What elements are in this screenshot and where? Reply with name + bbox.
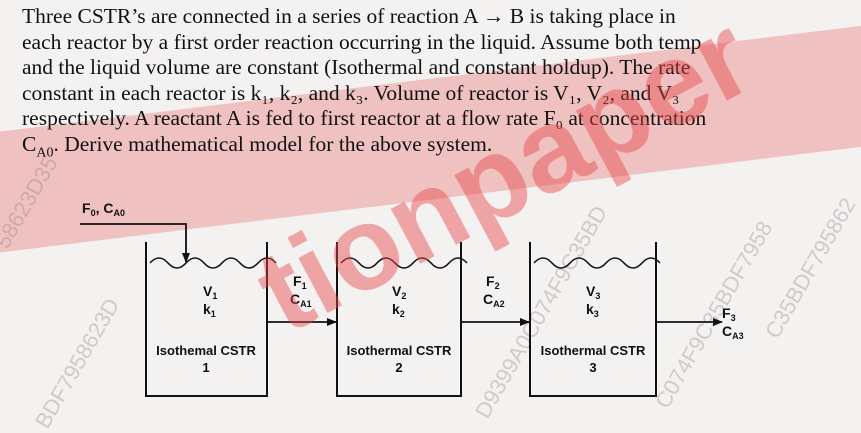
reactor-2: V2 k2 Isothermal CSTR 2 <box>336 242 468 397</box>
stream-2-conc: CA2 <box>483 291 505 309</box>
question-line-last: CA0. Derive mathematical model for the a… <box>22 132 852 166</box>
reactor-vessel <box>529 242 657 397</box>
reactor-volume: V3 <box>586 283 600 301</box>
reactor-rate-constant: k3 <box>586 301 599 319</box>
question-line: Three CSTR’s are connected in a series o… <box>22 4 676 28</box>
liquid-level <box>533 257 661 269</box>
stream-3-flow: F3 <box>722 305 736 323</box>
reactor-vessel <box>336 242 462 397</box>
reactor-number: 3 <box>589 360 596 375</box>
question-symbol: C <box>22 131 37 156</box>
reactor-rate-constant: k2 <box>392 301 405 319</box>
question-line: and the liquid volume are constant (Isot… <box>22 55 691 79</box>
question-subscript: A0 <box>36 144 54 160</box>
liquid-level <box>340 257 468 269</box>
liquid-level <box>149 257 277 269</box>
feed-label: F0, CA0 <box>82 200 125 218</box>
question-line: each reactor by a first order reaction o… <box>22 29 702 54</box>
question-line: constant in each reactor is k₁, k₂, and … <box>22 80 680 105</box>
stream-2-flow: F2 <box>486 273 500 291</box>
question-line-tail: . Derive mathematical model for the abov… <box>53 131 493 156</box>
cstr-diagram: F0, CA0 V1 k1 Isothemal CSTR 1 F1 CA1 V2… <box>80 200 744 397</box>
reactor-name: Isothermal CSTR <box>541 343 646 358</box>
reactor-number: 2 <box>395 360 402 375</box>
question-text: Three CSTR’s are connected in a series o… <box>22 4 852 165</box>
stream-1-flow: F1 <box>293 273 307 291</box>
stream-1-conc: CA1 <box>290 291 312 309</box>
reactor-name: Isothermal CSTR <box>347 343 452 358</box>
question-line: respectively. A reactant A is fed to fir… <box>22 106 707 130</box>
reactor-vessel <box>145 242 268 397</box>
reactor-number: 1 <box>202 360 209 375</box>
reactor-3: V3 k3 Isothermal CSTR 3 <box>529 242 661 397</box>
reactor-volume: V2 <box>392 283 406 301</box>
reactor-1: V1 k1 Isothemal CSTR 1 <box>145 242 277 397</box>
stream-3-conc: CA3 <box>722 323 744 341</box>
reactor-name: Isothemal CSTR <box>156 343 256 358</box>
reactor-rate-constant: k1 <box>203 301 216 319</box>
feed-arrow <box>80 223 190 263</box>
reactor-volume: V1 <box>203 283 217 301</box>
